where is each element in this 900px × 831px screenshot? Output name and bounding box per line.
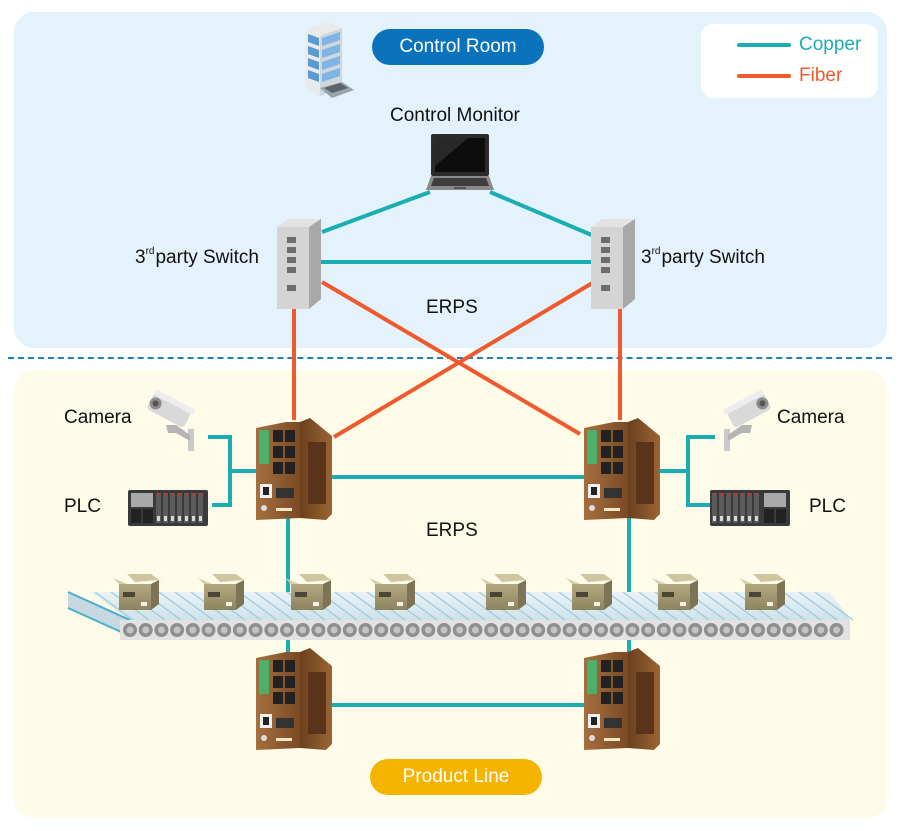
link-monitor-switch-right	[489, 190, 595, 238]
plc-right-label: PLC	[809, 496, 846, 517]
package-box-icon	[566, 574, 618, 610]
camera-right-icon	[723, 389, 771, 451]
erps-upper-label: ERPS	[426, 297, 478, 318]
switch-left-label: 3rdparty Switch	[135, 246, 259, 269]
product-line-badge: Product Line	[370, 759, 542, 795]
plc-left-icon	[128, 490, 208, 526]
link-left-edge-devices	[208, 435, 232, 507]
conveyor-belt-icon	[67, 591, 854, 640]
package-box-icon	[198, 574, 250, 610]
switch-right-label-sup: rd	[651, 246, 661, 257]
industrial-switch-bottom-right-icon	[584, 648, 660, 750]
control-room-badge: Control Room	[372, 29, 544, 65]
copper-swatch	[737, 43, 791, 47]
third-party-switch-right-icon	[591, 219, 635, 309]
package-box-icon	[480, 574, 532, 610]
camera-right-label: Camera	[777, 407, 845, 428]
legend-label-fiber: Fiber	[799, 65, 843, 86]
link-fiber-cross-2	[332, 280, 596, 439]
building-icon	[306, 22, 354, 98]
plc-left-label: PLC	[64, 496, 101, 517]
laptop-icon	[426, 134, 494, 190]
erps-lower-label: ERPS	[426, 520, 478, 541]
switch-left-label-sup: rd	[145, 246, 155, 257]
legend-item-copper: Copper	[737, 34, 861, 56]
industrial-switch-top-left-icon	[256, 418, 332, 520]
switch-right-label: 3rdparty Switch	[641, 246, 765, 269]
package-box-icon	[285, 574, 337, 610]
control-monitor-label: Control Monitor	[390, 105, 520, 126]
industrial-switch-bottom-left-icon	[256, 648, 332, 750]
third-party-switch-left-icon	[277, 219, 321, 309]
legend: Copper Fiber	[701, 24, 878, 98]
package-box-icon	[369, 574, 421, 610]
legend-label-copper: Copper	[799, 34, 862, 55]
switch-left-label-text: party Switch	[155, 247, 259, 268]
camera-left-icon	[147, 389, 195, 451]
switch-right-label-num: 3	[641, 247, 652, 268]
links	[208, 190, 715, 707]
plc-right-icon	[710, 490, 790, 526]
industrial-switch-top-right-icon	[584, 418, 660, 520]
switch-left-label-num: 3	[135, 247, 146, 268]
package-box-icon	[113, 574, 165, 610]
switch-right-label-text: party Switch	[661, 247, 765, 268]
link-monitor-switch-left	[321, 190, 431, 234]
legend-item-fiber: Fiber	[737, 65, 842, 87]
camera-left-label: Camera	[64, 407, 132, 428]
fiber-swatch	[737, 74, 791, 78]
package-box-icon	[652, 574, 704, 610]
link-fiber-cross-1	[320, 280, 582, 436]
package-box-icon	[739, 574, 791, 610]
